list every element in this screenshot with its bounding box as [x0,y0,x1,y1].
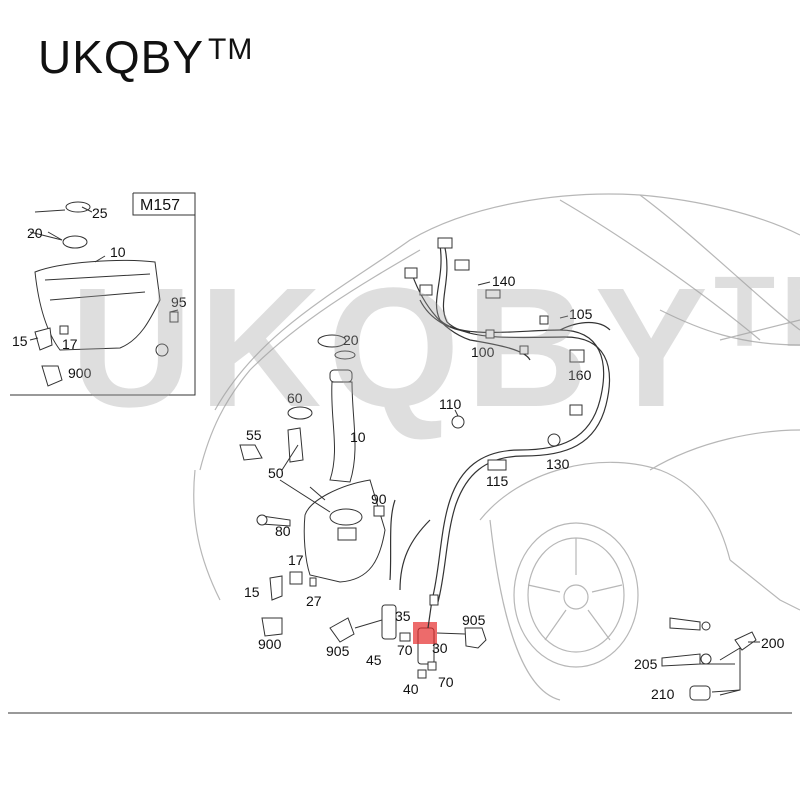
callout-main-115: 115 [486,473,509,489]
callout-inset-20: 20 [27,225,43,241]
highlight-marker [413,622,437,644]
callout-inset-900: 900 [68,365,92,381]
callout-main-100: 100 [471,344,495,360]
callout-main-210: 210 [651,686,675,702]
callout-inset-17: 17 [62,336,78,352]
callout-main-110: 110 [439,396,462,412]
callout-inset-25: 25 [92,205,108,221]
callout-main-40: 40 [403,681,419,697]
callout-main-900: 900 [258,636,282,652]
brand-name: UKQBY [38,31,205,83]
callout-main-140: 140 [492,273,516,289]
callout-main-90: 90 [371,491,387,507]
callout-main-905-left: 905 [326,643,350,659]
callout-inset-15: 15 [12,333,28,349]
callout-main-205: 205 [634,656,658,672]
callout-main-60: 60 [287,390,303,406]
callout-inset-95: 95 [171,294,187,310]
car-body-outline [193,193,800,701]
callout-main-130: 130 [546,456,570,472]
callout-main-70-upper: 70 [397,642,413,658]
callout-main-15: 15 [244,584,260,600]
callout-labels: 25 20 10 95 15 17 900 20 60 110 55 10 50 90 80 17 15 27 90… [12,205,785,702]
inset-panel: M157 [10,192,196,396]
callout-main-20: 20 [343,332,359,348]
brand-trademark: TM [208,33,254,66]
callout-main-45: 45 [366,652,382,668]
callout-main-10: 10 [350,429,366,445]
callout-main-160: 160 [568,367,592,383]
callout-main-105: 105 [569,306,593,322]
inset-title: M157 [140,197,180,214]
callout-main-70-lower: 70 [438,674,454,690]
callout-main-200: 200 [761,635,785,651]
callout-main-80: 80 [275,523,291,539]
nozzle-parts [661,617,757,701]
reservoir-assembly [239,334,386,637]
callout-main-905-right: 905 [462,612,486,628]
pump-assembly [329,604,487,679]
callout-inset-10: 10 [110,244,126,260]
leader-lines [29,206,760,693]
callout-main-17: 17 [288,552,304,568]
callout-main-50: 50 [268,465,284,481]
callout-main-27: 27 [306,593,322,609]
callout-main-35: 35 [395,608,411,624]
hose-harness [389,237,611,629]
callout-main-55: 55 [246,427,262,443]
callout-main-30: 30 [432,640,448,656]
